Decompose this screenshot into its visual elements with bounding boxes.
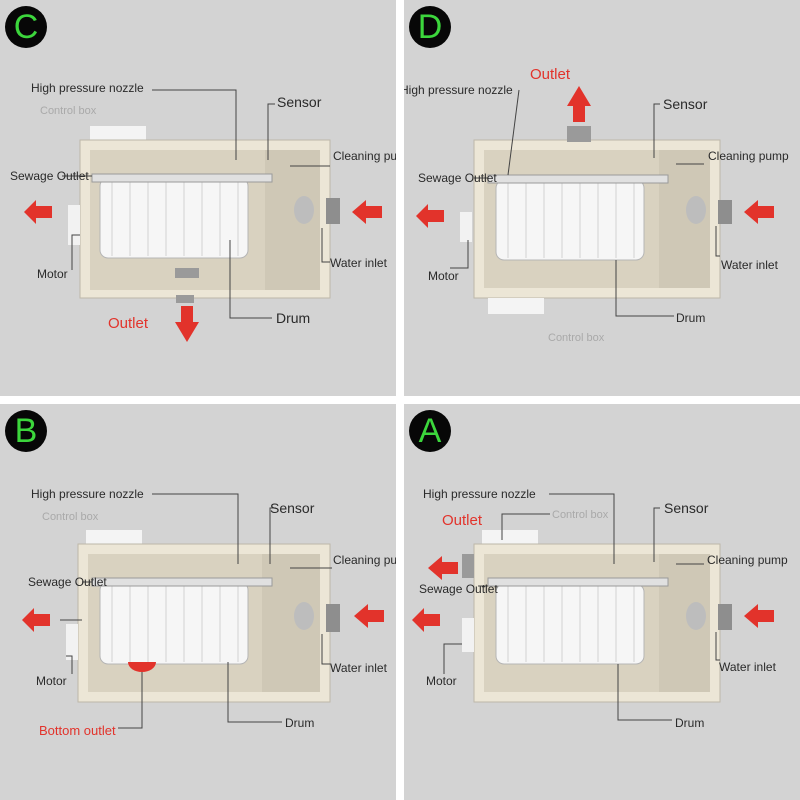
- control-box-shape: [488, 298, 544, 314]
- drum-shape: [495, 179, 645, 261]
- label-high-pressure-nozzle: High pressure nozzle: [31, 487, 144, 501]
- label-outlet: Outlet: [530, 66, 571, 83]
- label-high-pressure-nozzle: High pressure nozzle: [404, 83, 513, 97]
- label-sensor: Sensor: [664, 500, 709, 516]
- arrow-inlet: [744, 604, 774, 628]
- machine-a: [412, 493, 774, 721]
- label-sewage-outlet: Sewage Outlet: [419, 582, 498, 596]
- label-sensor: Sensor: [277, 94, 322, 110]
- motor-shape: [460, 212, 472, 242]
- label-bottom-outlet: Bottom outlet: [39, 723, 116, 738]
- label-water-inlet: Water inlet: [330, 661, 387, 675]
- label-motor: Motor: [428, 269, 459, 283]
- panel-a: A High pressure nozzle Outlet Control bo…: [404, 404, 800, 800]
- machine-c: [24, 89, 382, 342]
- label-sewage-outlet: Sewage Outlet: [418, 171, 497, 185]
- label-drum: Drum: [285, 716, 315, 730]
- label-sewage-outlet: Sewage Outlet: [10, 169, 89, 183]
- label-motor: Motor: [37, 267, 68, 281]
- inlet-port: [686, 196, 706, 224]
- outlet-top-pipe: [567, 126, 591, 142]
- inlet-pipe: [326, 198, 340, 224]
- label-drum: Drum: [276, 310, 311, 326]
- arrow-sewage-out: [412, 608, 440, 632]
- panel-c: C High pressure nozzle Control box Senso…: [0, 0, 396, 396]
- motor-shape: [462, 618, 474, 652]
- arrow-outlet-down: [175, 306, 199, 342]
- label-motor: Motor: [36, 674, 67, 688]
- label-water-inlet: Water inlet: [721, 258, 778, 272]
- inlet-pipe: [718, 200, 732, 224]
- arrow-sewage-out: [416, 204, 444, 228]
- label-drum: Drum: [675, 716, 705, 730]
- badge-a: A: [409, 410, 451, 452]
- spray-bar: [487, 174, 669, 184]
- machine-b: [22, 493, 384, 729]
- arrow-outlet-left: [428, 556, 458, 580]
- spray-bar: [487, 577, 669, 587]
- inlet-pipe: [326, 604, 340, 632]
- motor-shape: [66, 624, 78, 660]
- label-control-box: Control box: [40, 105, 97, 117]
- label-cleaning-pump: Cleaning pump: [333, 553, 396, 567]
- drum-shape: [99, 581, 249, 665]
- panel-b: B High pressure nozzle Control box Senso…: [0, 404, 396, 800]
- spray-bar: [91, 173, 273, 183]
- inlet-port: [686, 602, 706, 630]
- label-drum: Drum: [676, 311, 706, 325]
- label-control-box: Control box: [548, 332, 605, 344]
- inlet-port: [294, 602, 314, 630]
- label-cleaning-pump: Cleaning pump: [708, 149, 789, 163]
- label-water-inlet: Water inlet: [330, 256, 387, 270]
- arrow-inlet: [352, 200, 382, 224]
- control-box-shape: [86, 530, 142, 546]
- label-control-box: Control box: [42, 511, 99, 523]
- label-motor: Motor: [426, 674, 457, 688]
- label-control-box: Control box: [552, 509, 609, 521]
- arrow-inlet: [354, 604, 384, 628]
- label-high-pressure-nozzle: High pressure nozzle: [31, 81, 144, 95]
- panel-d: D Outlet High pressure nozzle Sensor Cle…: [404, 0, 800, 396]
- motor-shape: [68, 205, 80, 245]
- arrow-inlet: [744, 200, 774, 224]
- control-box-shape: [482, 530, 538, 546]
- label-sensor: Sensor: [663, 96, 708, 112]
- arrow-sewage-out: [24, 200, 52, 224]
- label-high-pressure-nozzle: High pressure nozzle: [423, 487, 536, 501]
- badge-b: B: [5, 410, 47, 452]
- label-cleaning-pump: Cleaning pump: [333, 149, 396, 163]
- inlet-port: [294, 196, 314, 224]
- inlet-pipe: [718, 604, 732, 630]
- badge-c: C: [5, 6, 47, 48]
- spray-bar: [91, 577, 273, 587]
- label-sensor: Sensor: [270, 500, 315, 516]
- arrow-outlet-up: [567, 86, 591, 122]
- side-outlet-pipe: [462, 554, 474, 578]
- label-outlet: Outlet: [442, 512, 483, 529]
- badge-d: D: [409, 6, 451, 48]
- outlet-port: [175, 268, 199, 278]
- side-compartment: [265, 150, 320, 290]
- label-water-inlet: Water inlet: [719, 660, 776, 674]
- control-box-shape: [90, 126, 146, 142]
- drum-shape: [99, 177, 249, 259]
- label-sewage-outlet: Sewage Outlet: [28, 575, 107, 589]
- label-cleaning-pump: Cleaning pump: [707, 553, 788, 567]
- label-outlet: Outlet: [108, 315, 149, 332]
- machine-d: [416, 86, 774, 317]
- arrow-sewage-out: [22, 608, 50, 632]
- drum-shape: [495, 583, 645, 665]
- bottom-outlet-shape: [128, 662, 156, 672]
- outlet-pipe: [176, 295, 194, 303]
